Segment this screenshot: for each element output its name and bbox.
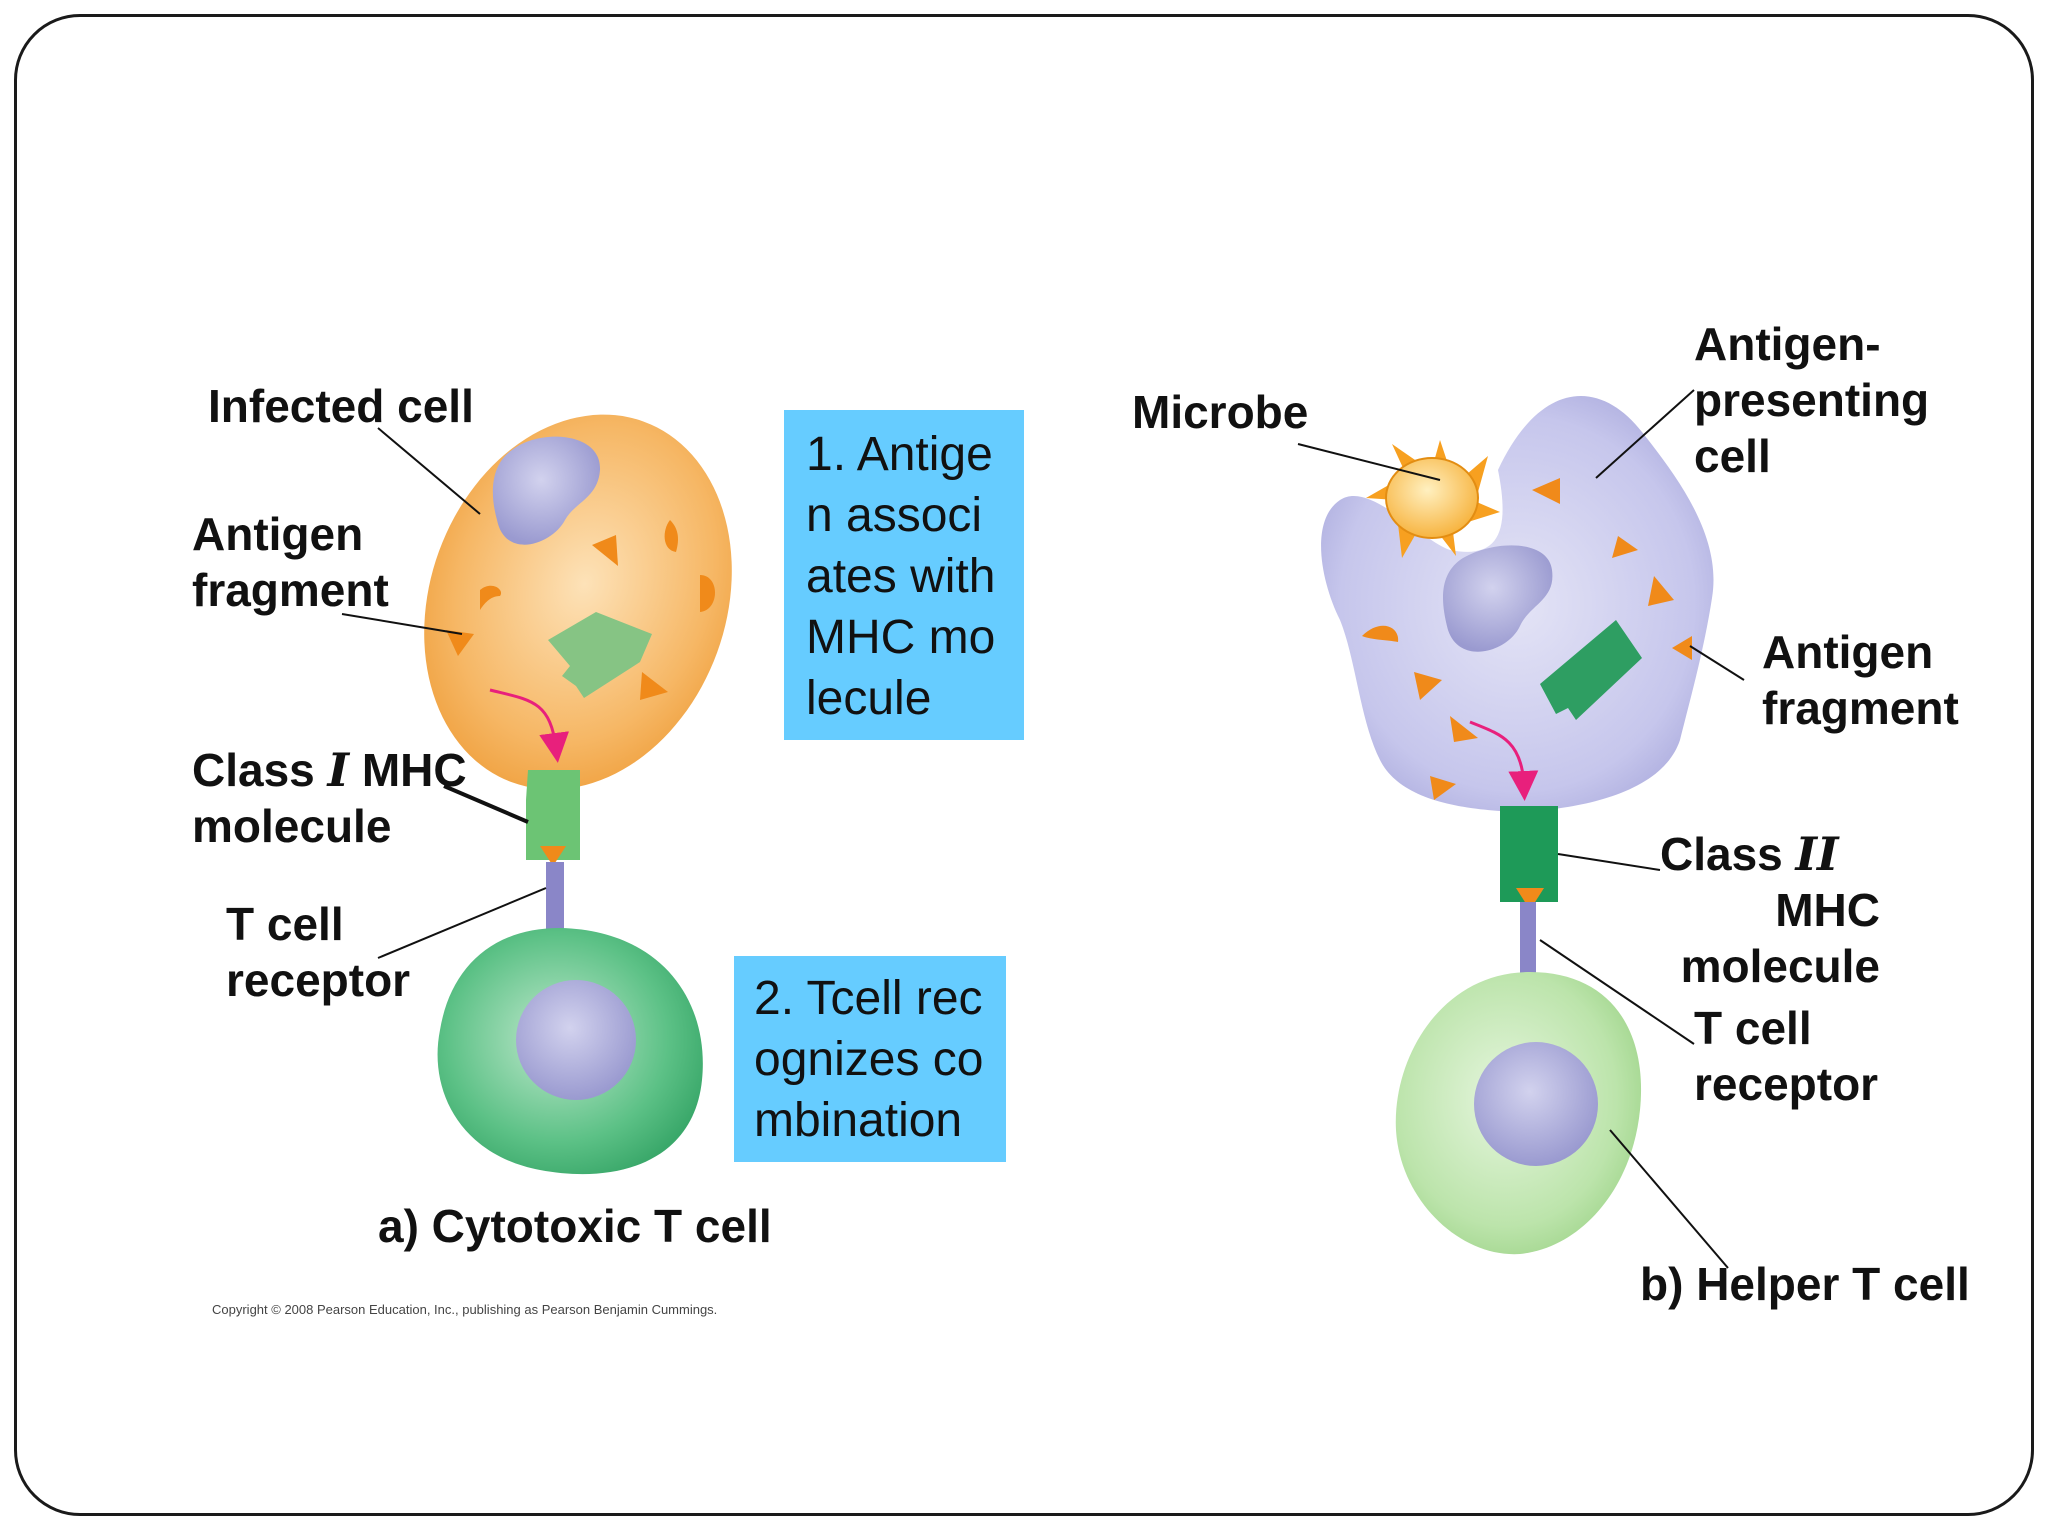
note-1-background [784, 410, 1024, 740]
class-ii-numeral: II [1795, 827, 1839, 881]
class-i-suffix: MHC molecule [192, 744, 467, 852]
cytotoxic-t-cell-nucleus [516, 980, 636, 1100]
label-t-cell-receptor-a: T cell receptor [226, 898, 411, 1006]
class-ii-prefix: Class [1660, 828, 1796, 880]
class-i-prefix: Class [192, 744, 328, 796]
antigen-on-mhc-b [1516, 888, 1544, 910]
antigen-fragments-b [1362, 478, 1692, 800]
class-i-numeral: I [327, 743, 350, 797]
label-infected-cell: Infected cell [208, 380, 474, 432]
label-t-cell-receptor-b: T cell receptor [1694, 1002, 1879, 1110]
caption-cytotoxic-t-cell: a) Cytotoxic T cell [378, 1200, 772, 1252]
leader-lines-a [341, 427, 547, 959]
label-microbe: Microbe [1132, 386, 1309, 438]
class-i-mhc-molecule [526, 770, 580, 860]
caption-helper-t-cell: b) Helper T cell [1640, 1258, 1970, 1310]
microbe [1366, 440, 1500, 558]
label-antigen-fragment-b: Antigen fragment [1762, 626, 1959, 734]
mhc-internal-b [1540, 620, 1642, 720]
helper-t-cell-nucleus [1474, 1042, 1598, 1166]
note-2-text: 2. Tcell recognizes combination [754, 972, 984, 1147]
note-1-text: 1. Antigen associates with MHC molecule [806, 428, 996, 725]
copyright-notice: Copyright © 2008 Pearson Education, Inc.… [212, 1302, 718, 1317]
mhc-internal-a [548, 612, 652, 698]
note-2-background [734, 956, 1006, 1162]
panel-b [1297, 389, 1745, 1269]
note-step-2: 2. Tcell recognizes combination [734, 956, 1006, 1162]
t-cell-receptor-b [1520, 902, 1536, 974]
label-antigen-fragment-a: Antigen fragment [192, 508, 389, 616]
label-antigen-presenting-cell: Antigen- presenting cell [1694, 318, 1930, 482]
antigen-fragments-a [446, 520, 715, 700]
t-cell-receptor-a [546, 862, 564, 932]
note-step-1: 1. Antigen associates with MHC molecule [784, 410, 1024, 740]
antigen-on-mhc-a [540, 846, 566, 866]
transport-arrow-a [489, 688, 570, 763]
class-ii-suffix: MHC molecule [1680, 884, 1880, 992]
slide-frame [14, 14, 2034, 1516]
leader-lines-b [1297, 389, 1745, 1269]
class-ii-mhc-molecule [1500, 806, 1558, 902]
apc-nucleus [1443, 545, 1553, 652]
panel-a [341, 414, 732, 1175]
infected-cell-nucleus [492, 436, 601, 545]
label-class-i-mhc: Class I MHC molecule [192, 742, 467, 854]
transport-arrow-b [1469, 720, 1539, 801]
